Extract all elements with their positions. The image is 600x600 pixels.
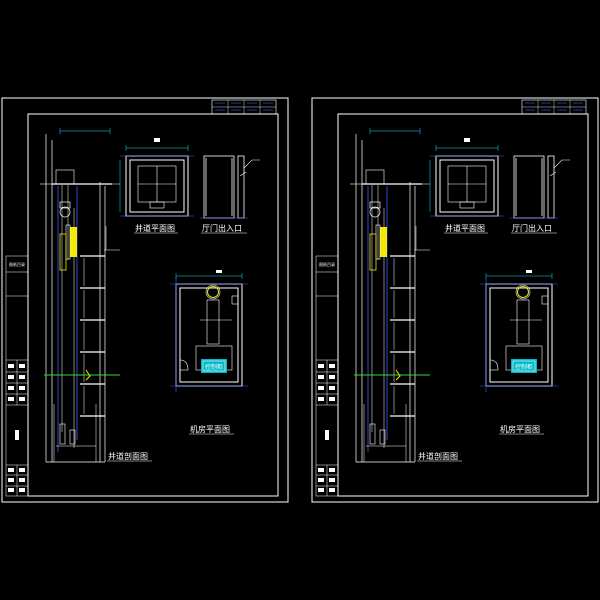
- section-title: 井道剖面图: [108, 451, 148, 461]
- hall-door-title: 厅门出入口: [202, 223, 242, 233]
- hoistway-plan-title: 井道平面图: [135, 223, 175, 233]
- title-block-label: 图纸目录: [319, 261, 335, 267]
- drawing-sheet-left: [1, 97, 289, 503]
- control-cabinet-label: 控制柜: [515, 363, 533, 371]
- machine-room-title: 机房平面图: [190, 424, 230, 434]
- machine-room-title: 机房平面图: [500, 424, 540, 434]
- hoistway-plan-title: 井道平面图: [445, 223, 485, 233]
- control-cabinet-label: 控制柜: [205, 363, 223, 371]
- drawing-sheet-right: [311, 97, 599, 503]
- sheet-right-labels: 井道平面图 厅门出入口 机房平面图 井道剖面图 控制柜 图纸目录: [319, 223, 557, 462]
- title-block-label: 图纸目录: [9, 261, 25, 267]
- hall-door-title: 厅门出入口: [512, 223, 552, 233]
- section-title: 井道剖面图: [418, 451, 458, 461]
- sheet-left-labels: 井道平面图 厅门出入口 机房平面图 井道剖面图 控制柜 图纸目录: [9, 223, 247, 462]
